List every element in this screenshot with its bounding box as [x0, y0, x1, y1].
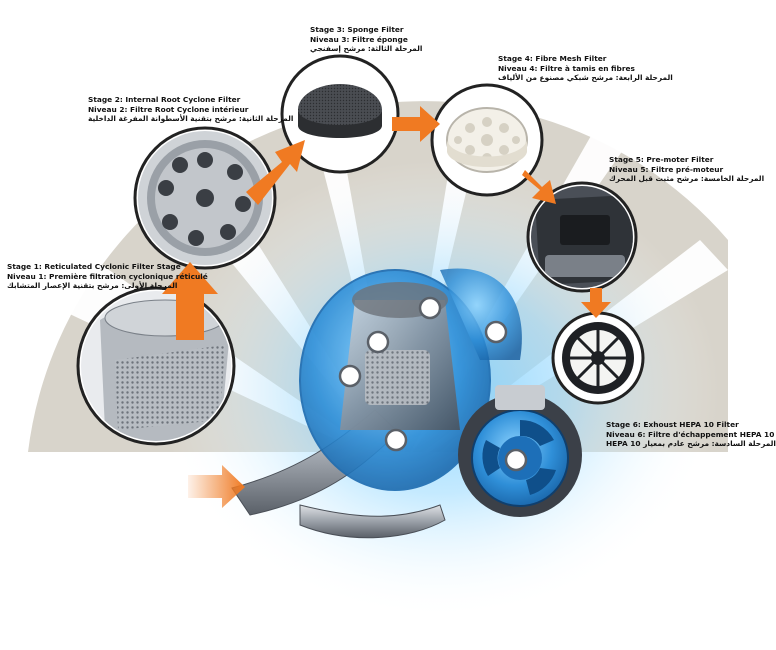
- stage-6-ar: المرحلة السادسة: مرشح عادم بمعيار HEPA 1…: [606, 439, 776, 449]
- stage-4-filter-image: [430, 83, 544, 197]
- stage-markers: [338, 296, 528, 472]
- arrow-stage1-to-stage2: [162, 262, 218, 340]
- stage-4-label: Stage 4: Fibre Mesh Filter Niveau 4: Fil…: [498, 54, 673, 83]
- stage-6-en: Stage 6: Exhoust HEPA 10 Filter: [606, 420, 739, 429]
- arrow-stage3-to-stage4: [392, 106, 440, 142]
- stage-1-fr: Niveau 1: Première filtration cyclonique…: [7, 271, 208, 281]
- air-intake-arrow: [188, 465, 245, 508]
- stage-6-fr: Niveau 6: Filtre d'échappement HEPA 10: [606, 429, 775, 439]
- diagram-illustration: [28, 54, 728, 620]
- vacuum-handle: [299, 504, 446, 539]
- stage-3-fr: Niveau 3: Filtre éponge: [310, 34, 408, 44]
- stage-5-filter-image: [526, 181, 638, 293]
- filtration-diagram: Stage 1: Reticulated Cyclonic Filter Sta…: [7, 25, 776, 620]
- stage-3-label: Stage 3: Sponge Filter Niveau 3: Filtre …: [310, 25, 422, 54]
- stage-3-filter-image: [280, 54, 400, 174]
- arrow-stage5-to-stage6: [581, 288, 611, 318]
- stage-4-en: Stage 4: Fibre Mesh Filter: [498, 54, 607, 63]
- stage-4-fr: Niveau 4: Filtre à tamis en fibres: [498, 63, 635, 73]
- stage-2-filter-image: [133, 126, 277, 270]
- stage-1-label: Stage 1: Reticulated Cyclonic Filter Sta…: [7, 262, 208, 291]
- stage-2-ar: المرحلة الثانية: مرشح بتقنية الأسطوانة ا…: [88, 114, 294, 124]
- arrow-stage2-to-stage3: [246, 140, 305, 205]
- stage-6-label: Stage 6: Exhoust HEPA 10 Filter Niveau 6…: [606, 420, 776, 449]
- stage-3-ar: المرحلة الثالثة: مرشح إسفنجي: [310, 44, 423, 54]
- stage-2-label: Stage 2: Internal Root Cyclone Filter Ni…: [88, 95, 293, 124]
- stage-2-fr: Niveau 2: Filtre Root Cyclone intérieur: [88, 104, 249, 114]
- stage-6-filter-image: [551, 311, 645, 405]
- stage-5-en: Stage 5: Pre-moter Filter: [609, 155, 714, 164]
- flow-arrows: [162, 106, 611, 340]
- stage-5-fr: Niveau 5: Filtre pré-moteur: [609, 164, 724, 174]
- stage-2-en: Stage 2: Internal Root Cyclone Filter: [88, 95, 241, 104]
- stage-4-ar: المرحلة الرابعة: مرشح شبكي مصنوع من الأل…: [498, 73, 673, 83]
- stage-1-en: Stage 1: Reticulated Cyclonic Filter Sta…: [7, 262, 181, 271]
- stage-3-en: Stage 3: Sponge Filter: [310, 25, 404, 34]
- stage-1-ar: المرحلة الأولى: مرشح بتقنية الإعصار المت…: [7, 281, 178, 291]
- stage-1-filter-image: [76, 286, 236, 446]
- stage-5-label: Stage 5: Pre-moter Filter Niveau 5: Filt…: [609, 155, 764, 184]
- arrow-stage4-to-stage5: [522, 170, 556, 204]
- stage-5-ar: المرحلة الخامسة: مرشح مثبت قبل المحرك: [609, 174, 765, 184]
